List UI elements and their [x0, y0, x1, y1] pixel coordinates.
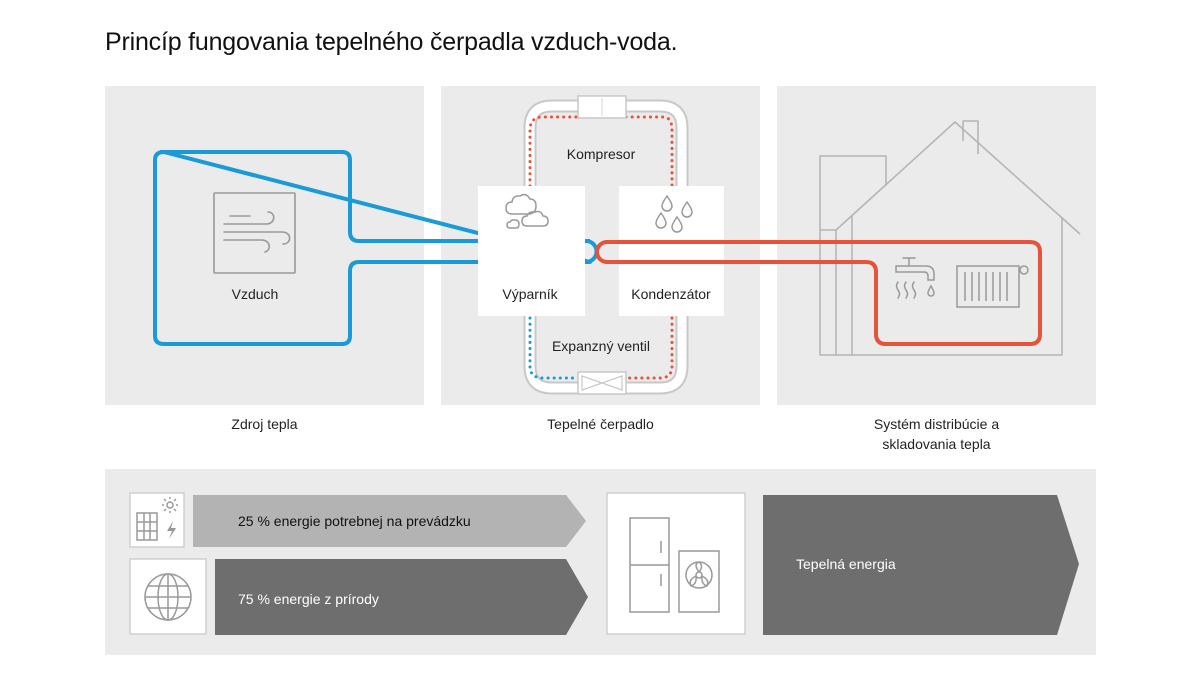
heat-energy-label: Tepelná energia	[796, 556, 896, 572]
globe-icon	[129, 558, 207, 635]
cloud-icon	[505, 193, 549, 229]
caption-heat-pump: Tepelné čerpadlo	[547, 416, 654, 432]
caption-heat-source: Zdroj tepla	[231, 416, 298, 432]
operation-energy-label: 25 % energie potrebnej na prevádzku	[238, 513, 471, 529]
expansion-valve	[577, 371, 627, 395]
arrow-operation-energy	[193, 495, 586, 547]
refrigerant-flow	[528, 115, 674, 380]
water-drops-icon	[655, 194, 693, 233]
faucet-icon	[895, 257, 935, 299]
caption-distribution-line2: skladovania tepla	[882, 436, 991, 452]
condenser-label: Kondenzátor	[628, 285, 714, 303]
compressor-box	[577, 95, 627, 119]
caption-distribution: Systém distribúcie a skladovania tepla	[777, 414, 1096, 454]
arrow-heat-output	[763, 495, 1079, 635]
arrow-nature-energy	[215, 559, 588, 635]
heat-pump-unit-icon	[606, 492, 746, 635]
air-label: Vzduch	[231, 286, 279, 302]
page-title: Princíp fungovania tepelného čerpadla vz…	[105, 28, 678, 56]
nature-energy-label: 75 % energie z prírody	[238, 591, 379, 607]
hot-loop	[595, 240, 1042, 346]
expansion-valve-label: Expanzný ventil	[547, 337, 655, 355]
heat-source-panel	[105, 86, 424, 405]
evaporator-label: Výparník	[499, 285, 561, 303]
caption-distribution-line1: Systém distribúcie a	[873, 416, 1000, 432]
wind-icon	[213, 192, 296, 274]
solar-panel-icon	[129, 492, 185, 548]
house-icon	[819, 120, 1081, 356]
radiator-icon	[956, 265, 1029, 308]
compressor-label: Kompresor	[562, 145, 640, 163]
